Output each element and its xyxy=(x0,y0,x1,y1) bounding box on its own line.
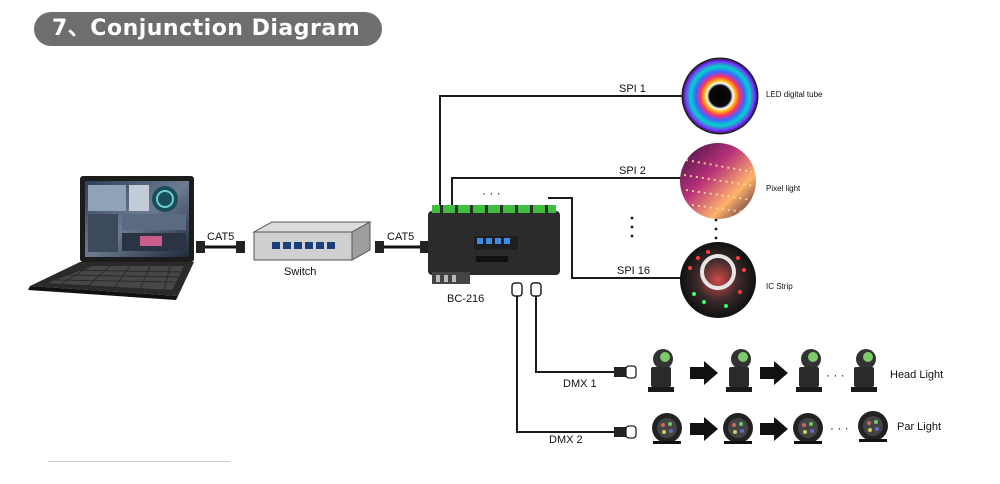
arrow-icon xyxy=(690,417,718,441)
cat5-left-cable xyxy=(196,241,245,253)
arrow-icon xyxy=(760,417,788,441)
header-banner xyxy=(34,12,382,46)
cat5-right-label: CAT5 xyxy=(387,231,414,243)
par-light-label: Par Light xyxy=(897,421,941,433)
spi16-line xyxy=(548,197,683,279)
cat5-right-cable xyxy=(375,241,429,253)
spi1-label: SPI 1 xyxy=(619,83,646,95)
spi2-line xyxy=(451,177,683,214)
head-light-icon xyxy=(796,349,822,392)
controller-top-ellipsis: · · · xyxy=(482,186,501,200)
spi16-label: SPI 16 xyxy=(617,265,650,277)
par-light-row xyxy=(652,411,888,444)
xlr-connectors-icon xyxy=(511,282,542,297)
par-light-icon xyxy=(858,411,888,442)
led-digital-tube-label: LED digital tube xyxy=(766,90,823,99)
arrow-icon xyxy=(760,361,788,385)
spi2-label: SPI 2 xyxy=(619,165,646,177)
dmx2-label: DMX 2 xyxy=(549,434,583,446)
spi-vertical-ellipsis xyxy=(630,216,718,240)
cat5-left-label: CAT5 xyxy=(207,231,234,243)
par-light-icon xyxy=(652,413,682,444)
dmx-plugs-icon xyxy=(614,365,637,439)
dmx1-label: DMX 1 xyxy=(563,378,597,390)
switch-icon xyxy=(252,221,372,261)
footer-divider xyxy=(48,461,230,462)
spi-lines xyxy=(439,95,683,279)
par-light-icon xyxy=(723,413,753,444)
dmx2-line xyxy=(516,296,614,433)
switch-label: Switch xyxy=(284,266,316,278)
laptop-icon xyxy=(28,176,194,300)
head-light-icon xyxy=(726,349,752,392)
page-title: 7、Conjunction Diagram xyxy=(52,16,361,41)
dmx1-line xyxy=(535,296,614,373)
par-light-ellipsis: · · · xyxy=(830,421,849,435)
head-light-icon xyxy=(648,349,674,392)
ic-strip-icon xyxy=(680,242,756,318)
head-light-icon xyxy=(851,349,877,392)
par-light-icon xyxy=(793,413,823,444)
pixel-light-label: Pixel light xyxy=(766,184,801,193)
pixel-light-icon xyxy=(680,143,756,219)
head-light-ellipsis: · · · xyxy=(826,368,845,382)
controller-device-icon xyxy=(428,205,560,284)
head-light-row xyxy=(648,349,877,392)
controller-label: BC-216 xyxy=(447,293,484,305)
head-light-label: Head Light xyxy=(890,369,943,381)
ic-strip-label: IC Strip xyxy=(766,282,793,291)
led-digital-tube-icon xyxy=(681,57,759,135)
dmx-lines xyxy=(516,296,614,433)
arrow-icon xyxy=(690,361,718,385)
spi1-line xyxy=(439,95,683,214)
